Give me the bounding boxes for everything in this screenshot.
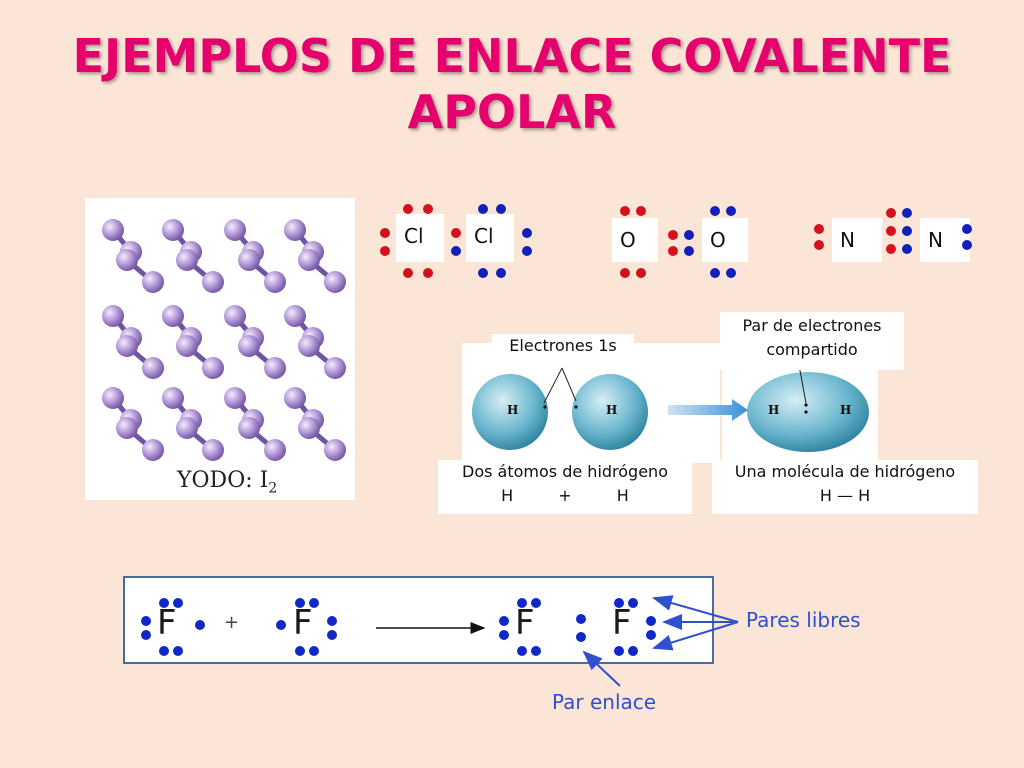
bond-pair-label: Par enlace [552,690,657,714]
hydrogen-molecule-ellipse [747,372,869,452]
iodine-atom-ball [176,417,198,439]
electron-dot [159,598,169,608]
iodine-atom-ball [298,249,320,271]
fluorine-atom-4: F [612,603,632,643]
iodine-atom-ball [298,335,320,357]
title-line-2: APOLAR [407,85,617,139]
lone-pairs-label: Pares libres [746,608,861,632]
iodine-atom-ball [176,249,198,271]
iodine-atom-ball [224,219,246,241]
iodine-atom-ball [224,387,246,409]
electron-dot [295,646,305,656]
iodine-atom-ball [284,387,306,409]
iodine-atom-ball [264,439,286,461]
iodine-atom-ball [142,271,164,293]
iodine-atom-ball [202,439,224,461]
electron-dot [327,616,337,626]
iodine-lattice-illustration [102,219,346,461]
iodine-atom-ball [162,219,184,241]
iodine-atom-ball [284,305,306,327]
electrons-1s-label: Electrones 1s [492,334,634,358]
chlorine-atom-left: Cl [404,224,424,248]
iodine-atom-ball [116,335,138,357]
hydrogen-atom-sphere-right [572,374,648,450]
fluorine-arrows [376,595,739,687]
electron-dot [517,598,527,608]
h-symbol-1: H [507,403,519,417]
oxygen-atom-left: O [620,228,636,252]
iodine-atom-ball [102,387,124,409]
iodine-atom-ball [298,417,320,439]
fluorine-atom-3: F [515,603,535,643]
iodine-atom-ball [116,249,138,271]
chlorine-atom-right: Cl [474,224,494,248]
iodine-atom-ball [238,417,260,439]
nitrogen-atom-right: N [928,228,943,252]
iodine-atom-ball [102,305,124,327]
electron-dot [276,620,286,630]
iodine-atom-ball [202,271,224,293]
iodine-atom-ball [238,335,260,357]
h-symbol-4: H [840,403,852,417]
electron-dot [141,630,151,640]
oxygen-atom-right: O [710,228,726,252]
iodine-atom-ball [264,357,286,379]
iodine-atom-ball [264,271,286,293]
electron-dot [628,598,638,608]
electron-dot [531,598,541,608]
iodine-atom-ball [102,219,124,241]
electron-dot [173,646,183,656]
title-line-1: EJEMPLOS DE ENLACE COVALENTE [72,29,952,83]
iodine-atom-ball [116,417,138,439]
electron-dot [327,630,337,640]
hydrogen-molecule-caption: Una molécula de hidrógeno H — H [712,460,978,514]
electron-dot [646,616,656,626]
iodine-atom-ball [202,357,224,379]
iodine-atom-ball [224,305,246,327]
reaction-arrow-icon [668,399,748,421]
nitrogen-atom-left: N [840,228,855,252]
electron-dot [628,646,638,656]
electron-dot [614,646,624,656]
two-hydrogen-atoms-caption: Dos átomos de hidrógeno H + H [438,460,692,514]
plus-sign: + [224,612,240,633]
fluorine-atom-2: F [293,603,313,643]
electron-dot [614,598,624,608]
electron-dot [309,646,319,656]
iodine-atom-ball [324,357,346,379]
iodine-atom-ball [176,335,198,357]
electron-dot [195,620,205,630]
iodine-atom-ball [324,439,346,461]
slide-title: EJEMPLOS DE ENLACE COVALENTE APOLAR [0,28,1024,140]
electron-dot [576,632,586,642]
fluorine-atom-1: F [157,603,177,643]
iodine-atom-ball [238,249,260,271]
iodine-atom-ball [142,439,164,461]
electron-dot [295,598,305,608]
iodine-caption: YODO: I2 [177,468,278,497]
electron-dot [646,630,656,640]
hydrogen-spheres [472,364,869,452]
electron-dot [517,646,527,656]
electron-dot [499,630,509,640]
electron-dot [141,616,151,626]
iodine-atom-ball [284,219,306,241]
h-symbol-3: H [768,403,780,417]
iodine-atom-ball [162,387,184,409]
electron-dot [309,598,319,608]
shared-pair-label: Par de electrones compartido [720,312,904,370]
iodine-atom-ball [162,305,184,327]
electron-dot [159,646,169,656]
h-symbol-2: H [606,403,618,417]
iodine-atom-ball [324,271,346,293]
electron-dot [576,614,586,624]
electron-dot [531,646,541,656]
electron-dot [173,598,183,608]
electron-dot [499,616,509,626]
iodine-atom-ball [142,357,164,379]
h-plus-h-formula: H + H [501,486,629,505]
iodine-crystal-image: YODO: I2 [85,198,355,500]
hydrogen-atom-sphere-left [472,374,548,450]
